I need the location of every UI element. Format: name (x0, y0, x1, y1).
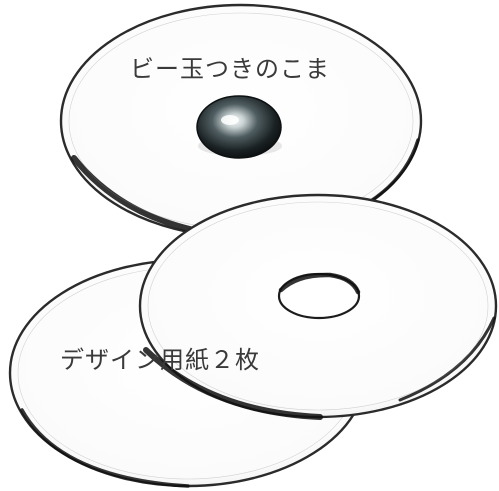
design-sheet-front (140, 195, 496, 417)
design-sheets-label: デザイン用紙２枚 (60, 346, 260, 374)
top-disc-label: ビー玉つきのこま (130, 55, 330, 83)
marble (197, 96, 282, 158)
marble-highlight (221, 115, 239, 125)
marble-body (197, 96, 281, 158)
